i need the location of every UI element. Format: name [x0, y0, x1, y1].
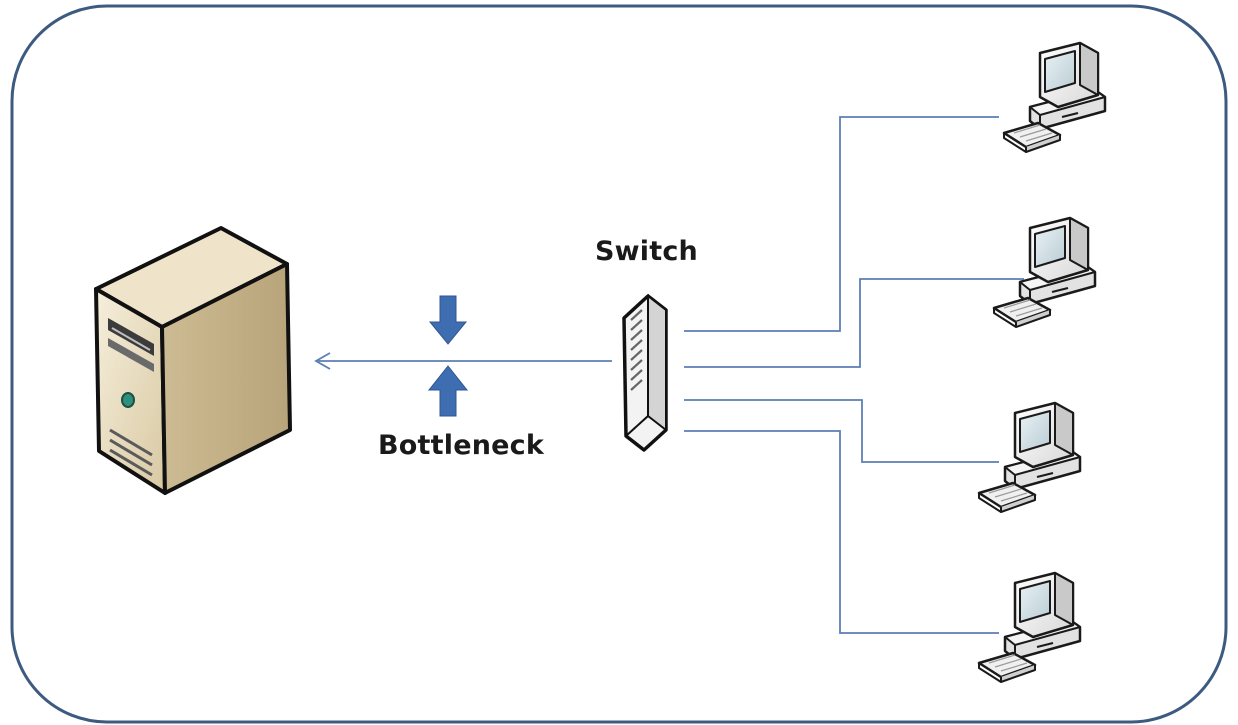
- client-link-4: [684, 430, 999, 634]
- switch-label: Switch: [595, 236, 698, 267]
- client-link-3: [684, 399, 999, 463]
- arrow-down-icon: [428, 295, 468, 345]
- arrow-up-icon: [427, 365, 469, 417]
- client-link-2: [684, 278, 1024, 368]
- network-switch-icon: [622, 293, 668, 452]
- server-tower-icon: [94, 226, 292, 495]
- server-link-arrowhead: [314, 352, 331, 370]
- client-link-1: [684, 116, 999, 332]
- bottleneck-label: Bottleneck: [378, 430, 545, 461]
- diagram-frame: [10, 4, 1228, 724]
